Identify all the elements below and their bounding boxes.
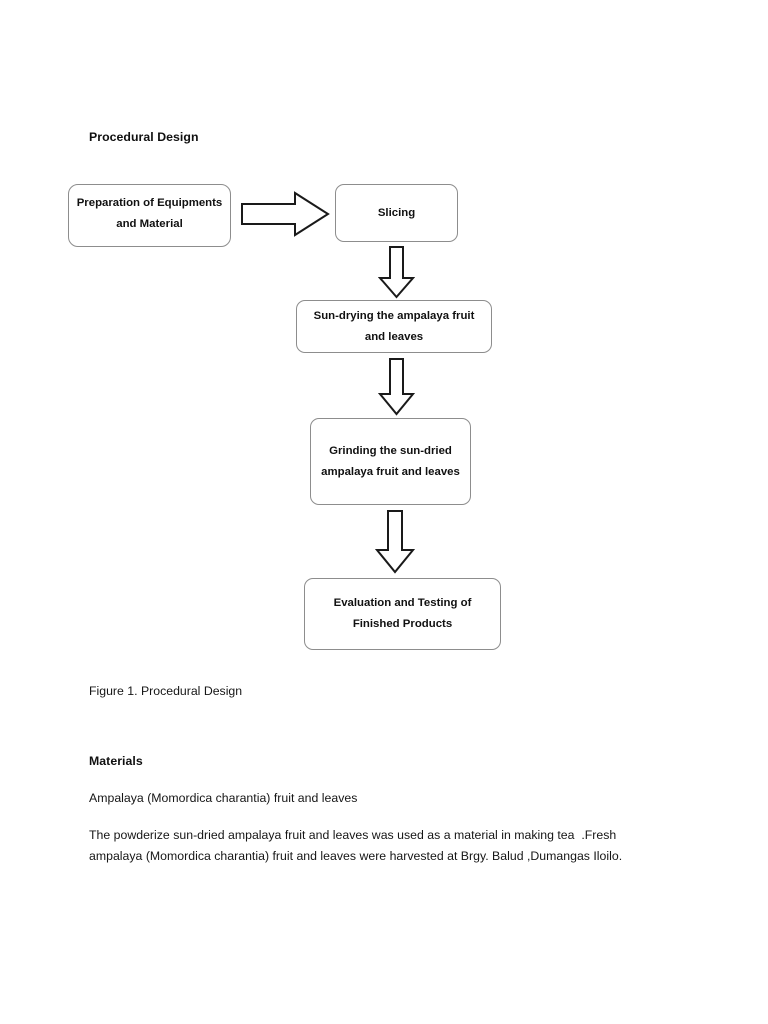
arrow-down-icon-2 [378,357,415,417]
flow-box-preparation[interactable]: Preparation of Equipments and Material [68,184,231,247]
figure-caption: Figure 1. Procedural Design [89,684,243,698]
flow-box-evaluation[interactable]: Evaluation and Testing of Finished Produ… [304,578,501,650]
flow-box-sun-drying-label: Sun-drying the ampalaya fruit and leaves [313,309,475,343]
flow-box-sun-drying[interactable]: Sun-drying the ampalaya fruit and leaves [296,300,492,353]
flow-box-grinding[interactable]: Grinding the sun-dried ampalaya fruit an… [310,418,471,505]
flow-box-slicing[interactable]: Slicing [335,184,458,242]
flow-box-slicing-label: Slicing [377,206,416,219]
materials-heading: Materials [89,754,143,768]
materials-paragraph: The powderize sun-dried ampalaya fruit a… [89,828,623,863]
arrow-down-icon-1 [378,245,415,300]
flow-box-evaluation-label: Evaluation and Testing of Finished Produ… [333,597,472,630]
page-title: Procedural Design [89,130,199,144]
arrow-down-icon-3 [375,509,415,575]
arrow-right-icon [240,190,330,238]
materials-item-line: Ampalaya (Momordica charantia) fruit and… [89,791,358,805]
flow-box-preparation-label: Preparation of Equipments and Material [76,197,223,230]
flow-box-grinding-label: Grinding the sun-dried ampalaya fruit an… [321,444,460,478]
